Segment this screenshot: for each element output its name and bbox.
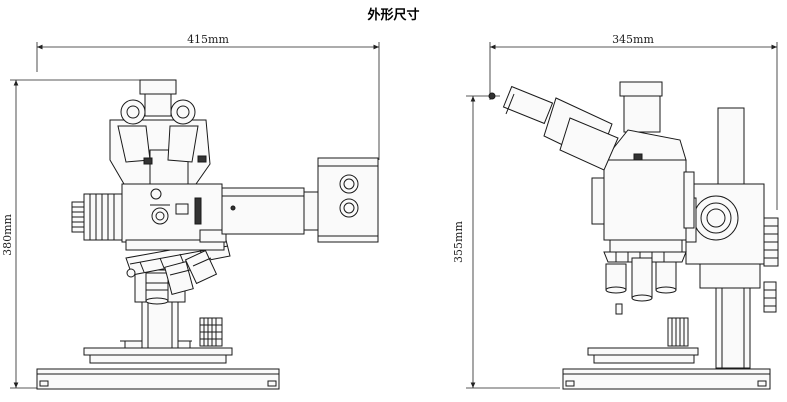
front-objective-2 xyxy=(164,261,194,295)
side-head xyxy=(502,81,687,171)
side-width-dimension: 345mm xyxy=(489,33,778,210)
side-width-label: 345mm xyxy=(612,33,654,46)
side-pillar xyxy=(699,107,761,369)
side-lamp-house xyxy=(685,183,765,265)
front-height-label: 380mm xyxy=(1,214,14,256)
side-objective-3 xyxy=(655,261,677,294)
side-objective-1 xyxy=(605,263,627,294)
front-trinocular-head xyxy=(109,79,211,185)
front-base xyxy=(36,368,280,390)
side-focus-knobs xyxy=(763,217,779,313)
side-view: 345mm 355mm xyxy=(452,33,779,390)
page-title: 外形尺寸 xyxy=(367,8,420,23)
side-main-body xyxy=(591,159,695,253)
front-left-knob xyxy=(71,193,123,241)
front-objective-3 xyxy=(184,249,218,285)
front-main-body xyxy=(121,183,227,251)
side-nosepiece xyxy=(603,251,687,315)
front-view: 415mm 380mm xyxy=(1,33,380,390)
side-height-dimension: 355mm xyxy=(452,92,560,389)
front-height-dimension: 380mm xyxy=(1,79,140,389)
front-focus-knob xyxy=(199,317,223,347)
front-lamp-house xyxy=(317,157,379,243)
front-width-dimension: 415mm xyxy=(36,33,380,160)
front-width-label: 415mm xyxy=(187,33,229,46)
side-stage xyxy=(587,317,699,364)
side-base xyxy=(562,368,771,390)
side-height-label: 355mm xyxy=(452,221,465,263)
front-illuminator-arm xyxy=(221,187,319,235)
front-objective-1 xyxy=(145,272,169,305)
side-objective-2 xyxy=(631,257,653,302)
